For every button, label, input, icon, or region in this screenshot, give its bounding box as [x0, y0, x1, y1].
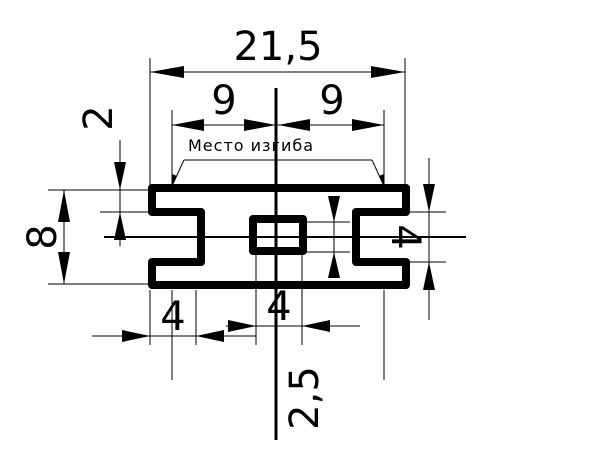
label-window-offset: 2,5 — [282, 366, 328, 430]
label-left-half: 9 — [211, 78, 236, 124]
label-flange-thickness: 2 — [76, 105, 122, 130]
label-window-width: 4 — [266, 284, 291, 330]
label-slot-height: 4 — [382, 224, 428, 249]
label-right-half: 9 — [319, 78, 344, 124]
dim-halves: 9 9 — [172, 78, 384, 131]
bend-note: Место изгиба — [171, 136, 385, 187]
profile-body — [148, 184, 410, 289]
center-window — [249, 215, 307, 255]
centerlines — [104, 88, 466, 440]
profile-outline — [148, 184, 410, 289]
dim-flange-thickness: 2 — [76, 105, 126, 246]
dim-window-width: 4 — [226, 284, 360, 332]
dim-window-height — [328, 196, 340, 278]
dim-overall-width: 21,5 — [150, 24, 405, 78]
extension-lines — [48, 58, 446, 380]
dim-window-offset: 2,5 — [282, 366, 328, 430]
label-overall-width: 21,5 — [233, 24, 322, 70]
dim-left-slot-depth: 4 — [92, 294, 256, 342]
label-bend-location: Место изгиба — [188, 136, 314, 155]
label-height: 8 — [20, 224, 66, 249]
label-left-slot-depth: 4 — [160, 294, 185, 340]
dim-slot-height: 4 — [382, 158, 435, 320]
dim-height: 8 — [20, 190, 70, 284]
